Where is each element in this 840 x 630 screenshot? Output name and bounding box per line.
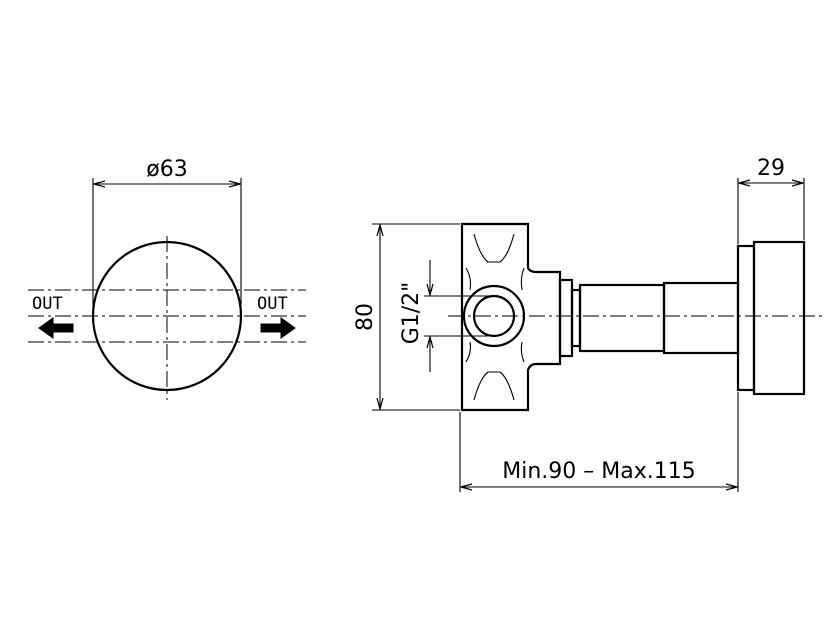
out-left-label: OUT	[32, 294, 63, 314]
spindle-section-1	[578, 283, 666, 353]
height-label: 80	[353, 303, 378, 331]
body-rib-right	[520, 267, 525, 363]
collar-ring-1	[558, 278, 574, 358]
body-rib-top	[473, 233, 515, 263]
out-left-arrow-icon	[38, 317, 74, 339]
collar-ring-2	[570, 288, 582, 348]
length-label: Min.90 – Max.115	[502, 459, 695, 484]
diameter-label: ø63	[146, 157, 187, 182]
side-view: 80 G1/2" 29 Min.90 – Max.115	[353, 156, 822, 492]
front-view: ø63 OUT OUT	[28, 157, 306, 400]
handle-cap-front	[752, 240, 806, 396]
out-right-arrow-icon	[260, 317, 296, 339]
thread-label: G1/2"	[399, 282, 424, 345]
handle-cap-back	[736, 244, 756, 392]
body-rib-bottom	[473, 371, 515, 401]
out-right-label: OUT	[257, 294, 288, 314]
depth-label: 29	[757, 156, 785, 181]
valve-body	[460, 222, 562, 412]
body-rib-left	[465, 267, 472, 363]
spindle-section-2	[662, 281, 740, 355]
